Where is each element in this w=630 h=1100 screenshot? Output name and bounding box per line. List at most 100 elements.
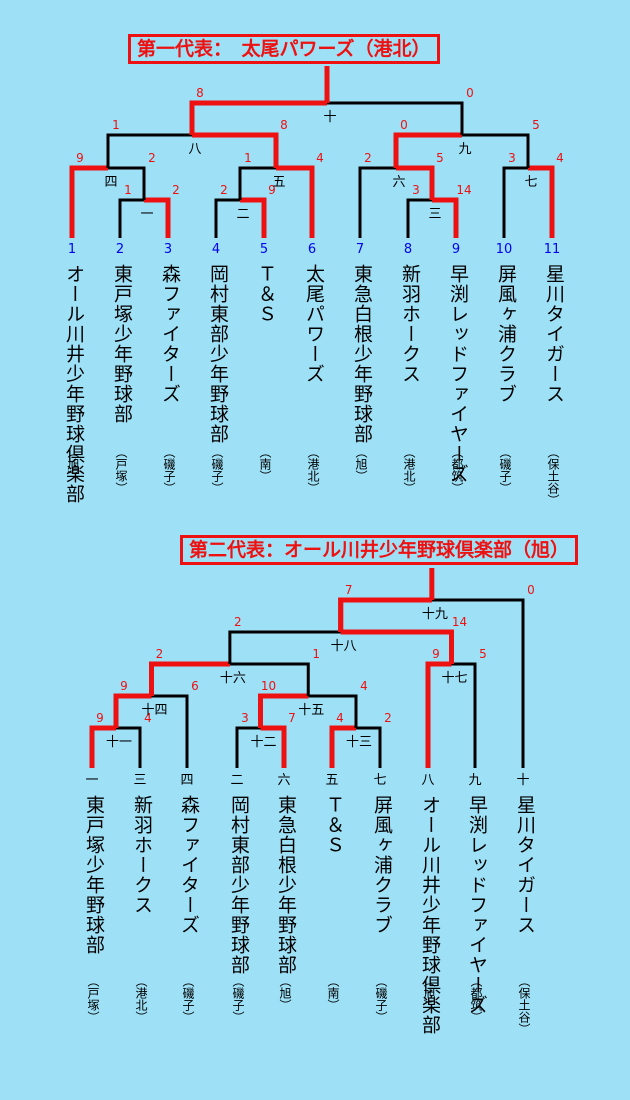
b1-team-region: （南） (258, 446, 272, 482)
b1-match-7-label: 七 (524, 175, 537, 190)
b1-match-1-score-right: 2 (172, 183, 180, 197)
b2-match-16-winner-path (149, 661, 230, 696)
b2-match-15-right-branch (308, 694, 358, 728)
b1-seed: 2 (115, 242, 125, 257)
b1-match-1-left-branch (118, 198, 144, 238)
bracket-lines (69, 66, 555, 768)
b1-match-8-winner-path (192, 132, 279, 168)
b2-team-region: （保土谷） (517, 975, 531, 1035)
b2-team-name: Ｔ＆Ｓ (323, 795, 345, 855)
b2-match-12-score-left: 3 (241, 711, 249, 725)
b2-match-19-right-branch (431, 598, 525, 768)
b2-match-13-right-branch (356, 726, 382, 768)
b1-match-10-left-branch (189, 100, 327, 135)
b2-team-name: 岡村東部少年野球部 (228, 795, 250, 975)
b1-match-10-label: 十 (323, 110, 336, 125)
b1-match-10-score-left: 8 (196, 86, 204, 100)
b1-match-1-label: 一 (140, 207, 153, 222)
b2-team-region: （戸塚） (86, 975, 100, 1023)
b1-match-7-winner-path (528, 165, 555, 238)
b1-team-name: 東急白根少年野球部 (351, 264, 373, 444)
b1-match-3-winner-path (432, 197, 459, 238)
b2-team-name: 東戸塚少年野球部 (83, 795, 105, 955)
b2-match-12-label: 十二 (250, 735, 276, 750)
b1-match-4-score-left: 9 (76, 151, 84, 165)
b1-match-6-score-right: 5 (436, 151, 444, 165)
b2-seed: 七 (373, 773, 387, 788)
b1-team-region: （戸塚） (114, 446, 128, 494)
b2-seed: 九 (468, 773, 482, 788)
b2-seed: 五 (325, 773, 339, 788)
b1-seed: 10 (495, 242, 513, 257)
b1-match-5-score-left: 1 (244, 151, 252, 165)
b1-match-8-score-left: 1 (112, 118, 120, 132)
b2-match-19-score-right: 0 (527, 583, 535, 597)
b1-match-9-label: 九 (458, 142, 471, 157)
b1-match-7-score-right: 4 (556, 151, 564, 165)
b2-match-15-label: 十五 (298, 703, 324, 718)
b2-match-18-score-left: 2 (234, 615, 242, 629)
b2-match-16-score-right: 1 (312, 647, 320, 661)
b2-team-name: 東急白根少年野球部 (275, 795, 297, 975)
b2-match-18-left-branch (228, 630, 341, 664)
b1-team-name: 森ファイターズ (159, 264, 181, 404)
b2-team-name: 早渕レッドファイヤーズ (466, 795, 488, 1015)
b2-seed: 十 (516, 773, 530, 788)
b1-team-name: 東戸塚少年野球部 (111, 264, 133, 424)
b1-match-3-score-left: 3 (412, 183, 420, 197)
b2-match-14-label: 十四 (141, 703, 167, 718)
b2-match-11-winner-path (89, 725, 116, 768)
b2-team-region: （旭） (278, 975, 292, 1011)
b1-team-name: 新羽ホークス (399, 264, 421, 384)
b2-match-18-winner-path (340, 629, 454, 664)
b1-match-9-winner-path (393, 132, 462, 168)
b2-match-11-score-right: 4 (144, 711, 152, 725)
b1-match-6-left-branch (358, 166, 396, 238)
bracket1-title: 第一代表： 太尾パワーズ（港北） (128, 34, 440, 64)
b1-match-5-score-right: 4 (316, 151, 324, 165)
b2-seed: 二 (230, 773, 244, 788)
b1-team-region: （磯子） (498, 446, 512, 494)
b1-match-2-left-branch (214, 198, 240, 238)
b2-team-name: 森ファイターズ (178, 795, 200, 935)
b1-match-10-score-right: 0 (466, 86, 474, 100)
b1-match-8-label: 八 (188, 142, 201, 157)
b1-team-region: （都筑） (450, 446, 464, 494)
b2-match-17-right-branch (451, 662, 477, 768)
b1-match-6-winner-path (396, 165, 435, 200)
b1-team-region: （旭） (66, 446, 80, 482)
b2-match-12-winner-path (260, 725, 287, 768)
b2-match-18-score-right: 14 (452, 615, 467, 629)
b1-match-3-score-right: 14 (456, 183, 471, 197)
b2-match-11-label: 十一 (106, 735, 132, 750)
b2-match-13-winner-path (329, 725, 356, 768)
b1-match-4-left-branch (69, 165, 108, 238)
b2-team-name: オール川井少年野球倶楽部 (419, 795, 441, 1035)
b1-match-7-score-left: 3 (508, 151, 516, 165)
b2-match-17-winner-path (425, 661, 452, 768)
match-labels: 一二三四五六七八九十十一十二十三十四十五十六十七十八十九 (104, 110, 537, 750)
b1-team-region: （旭） (354, 446, 368, 482)
b1-match-3-label: 三 (428, 207, 441, 222)
b2-match-19-label: 十九 (422, 607, 448, 622)
b2-seed: 四 (180, 773, 194, 788)
b2-seed: 三 (133, 773, 147, 788)
b1-seed: 1 (67, 242, 77, 257)
b1-match-7-left-branch (502, 166, 528, 238)
b2-match-16-right-branch (229, 662, 310, 696)
b2-match-15-score-right: 4 (360, 679, 368, 693)
b2-match-11-right-branch (116, 726, 142, 768)
b2-match-18-label: 十八 (331, 639, 357, 654)
b1-match-9-score-right: 5 (532, 118, 540, 132)
b1-team-region: （磯子） (210, 446, 224, 494)
b1-seed: 5 (259, 242, 269, 257)
b1-match-4-label: 四 (104, 175, 117, 190)
b1-seed: 6 (307, 242, 317, 257)
b1-team-region: （港北） (306, 446, 320, 494)
b1-team-name: 星川タイガース (543, 264, 565, 404)
b2-team-region: （旭） (422, 975, 436, 1011)
b1-team-region: （港北） (402, 446, 416, 494)
b2-match-13-label: 十三 (346, 735, 372, 750)
b1-match-3-left-branch (406, 198, 432, 238)
